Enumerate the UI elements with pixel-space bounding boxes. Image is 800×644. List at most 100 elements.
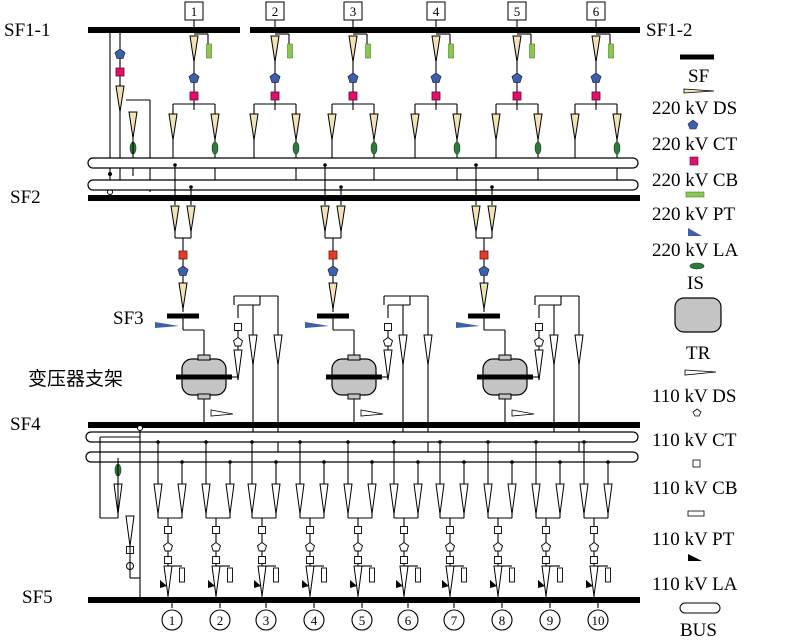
cb220-symbol xyxy=(348,91,358,101)
ds110-symbol xyxy=(511,409,535,417)
ds110-symbol xyxy=(360,409,384,417)
feeder-110-number: 9 xyxy=(547,613,554,628)
cb220-symbol xyxy=(431,91,441,101)
ds220-symbol xyxy=(487,205,497,233)
ct220-symbol xyxy=(347,72,359,83)
pt110-symbol xyxy=(179,567,185,583)
cb110-symbol xyxy=(446,526,454,534)
feeder-220-number: 6 xyxy=(593,4,600,19)
transformer-bay xyxy=(305,163,433,462)
cb220-symbol xyxy=(328,250,338,260)
cb110-symbol xyxy=(542,556,550,564)
cb110-symbol xyxy=(494,556,502,564)
pt220-symbol xyxy=(448,43,454,59)
ds110-symbol xyxy=(603,483,613,515)
ds220-symbol xyxy=(270,35,280,63)
legend-pt220-swatch xyxy=(685,191,705,198)
ds220-symbol xyxy=(210,113,220,141)
cb110-symbol xyxy=(590,556,598,564)
junction-dot xyxy=(228,460,232,464)
ds110-symbol xyxy=(295,483,305,515)
cb110-symbol xyxy=(306,526,314,534)
ct110-symbol xyxy=(233,337,243,347)
cb110-symbol xyxy=(354,526,362,534)
ds110-symbol xyxy=(271,483,281,515)
ds220-symbol xyxy=(410,113,420,141)
bus-rail-110-b xyxy=(85,451,639,463)
transformer-bay xyxy=(456,163,584,462)
ds110-symbol xyxy=(483,483,493,515)
junction-dot xyxy=(250,440,254,444)
transformer-bays xyxy=(155,163,584,462)
ds110-symbol xyxy=(233,349,243,381)
ds220-symbol xyxy=(570,113,580,141)
bus-rail-110-a xyxy=(85,431,639,443)
ct110-symbol xyxy=(493,542,503,552)
legend-cb110-swatch xyxy=(692,459,701,468)
ct220-symbol xyxy=(478,265,490,276)
la110-symbol xyxy=(208,580,215,588)
ds220-symbol xyxy=(512,35,522,63)
ds110-symbol xyxy=(493,565,503,597)
feeder-110-number: 7 xyxy=(451,613,458,628)
cb110-symbol xyxy=(164,556,172,564)
la220-symbol xyxy=(456,322,480,328)
cb110-symbol xyxy=(400,526,408,534)
legend-label: 220 kV DS xyxy=(652,98,737,119)
legend-label: 220 kV CB xyxy=(652,170,738,191)
ct110-symbol xyxy=(211,542,221,552)
pt220-symbol xyxy=(608,43,614,59)
cb110-symbol xyxy=(306,556,314,564)
pt110-symbol xyxy=(415,567,421,583)
junction-dot xyxy=(323,163,327,167)
legend-ds110-swatch xyxy=(684,369,717,376)
transformer-symbol xyxy=(326,355,382,399)
feeder-220 xyxy=(570,20,622,187)
legend-label: 220 kV LA xyxy=(652,240,738,261)
feeder-110 xyxy=(343,440,377,600)
sf5-label: SF5 xyxy=(22,587,53,608)
ds220-symbol xyxy=(533,113,543,141)
isolator-symbol xyxy=(534,141,542,155)
ds110-symbol xyxy=(413,483,423,515)
junction-dot xyxy=(298,440,302,444)
pt110-symbol xyxy=(273,567,279,583)
legend-label: 110 kV CB xyxy=(652,478,738,499)
la110-symbol xyxy=(538,580,545,588)
legend-ds220-swatch xyxy=(683,88,715,94)
bus-pt-bay-220 xyxy=(107,30,151,195)
cb220-symbol xyxy=(178,250,188,260)
sf3-label: SF3 xyxy=(113,308,144,329)
la110-symbol xyxy=(442,580,449,588)
legend-label: 110 kV PT xyxy=(652,529,735,550)
feeders-110kv xyxy=(153,440,613,600)
feeder-110-number: 6 xyxy=(405,613,412,628)
legend-label: TR xyxy=(686,343,711,364)
ds110-symbol xyxy=(305,565,315,597)
junction-dot xyxy=(490,185,494,189)
ds110-symbol xyxy=(445,565,455,597)
junction-dot xyxy=(392,440,396,444)
sf2-label: SF2 xyxy=(10,187,41,208)
feeder-220-number: 3 xyxy=(350,4,357,19)
junction-dot xyxy=(322,460,326,464)
ds110-symbol xyxy=(541,565,551,597)
junction-dot xyxy=(582,440,586,444)
junction-dot xyxy=(486,440,490,444)
ct110-symbol xyxy=(353,542,363,552)
feeder-110-circle xyxy=(209,609,231,631)
transformer-symbol xyxy=(477,355,533,399)
pt110-symbol xyxy=(227,567,233,583)
pt220-symbol xyxy=(529,43,535,59)
pt110-symbol xyxy=(557,567,563,583)
junction-dot xyxy=(474,163,478,167)
ds220-symbol xyxy=(348,35,358,63)
legend-is-swatch xyxy=(689,262,705,270)
legend-cb220-swatch xyxy=(689,156,699,166)
pt220-symbol xyxy=(287,43,293,59)
legend-label: 110 kV DS xyxy=(652,386,736,407)
ds110-symbol xyxy=(319,483,329,515)
ds220-symbol xyxy=(186,205,196,233)
la110-symbol xyxy=(160,580,167,588)
ds220-symbol xyxy=(479,282,489,310)
